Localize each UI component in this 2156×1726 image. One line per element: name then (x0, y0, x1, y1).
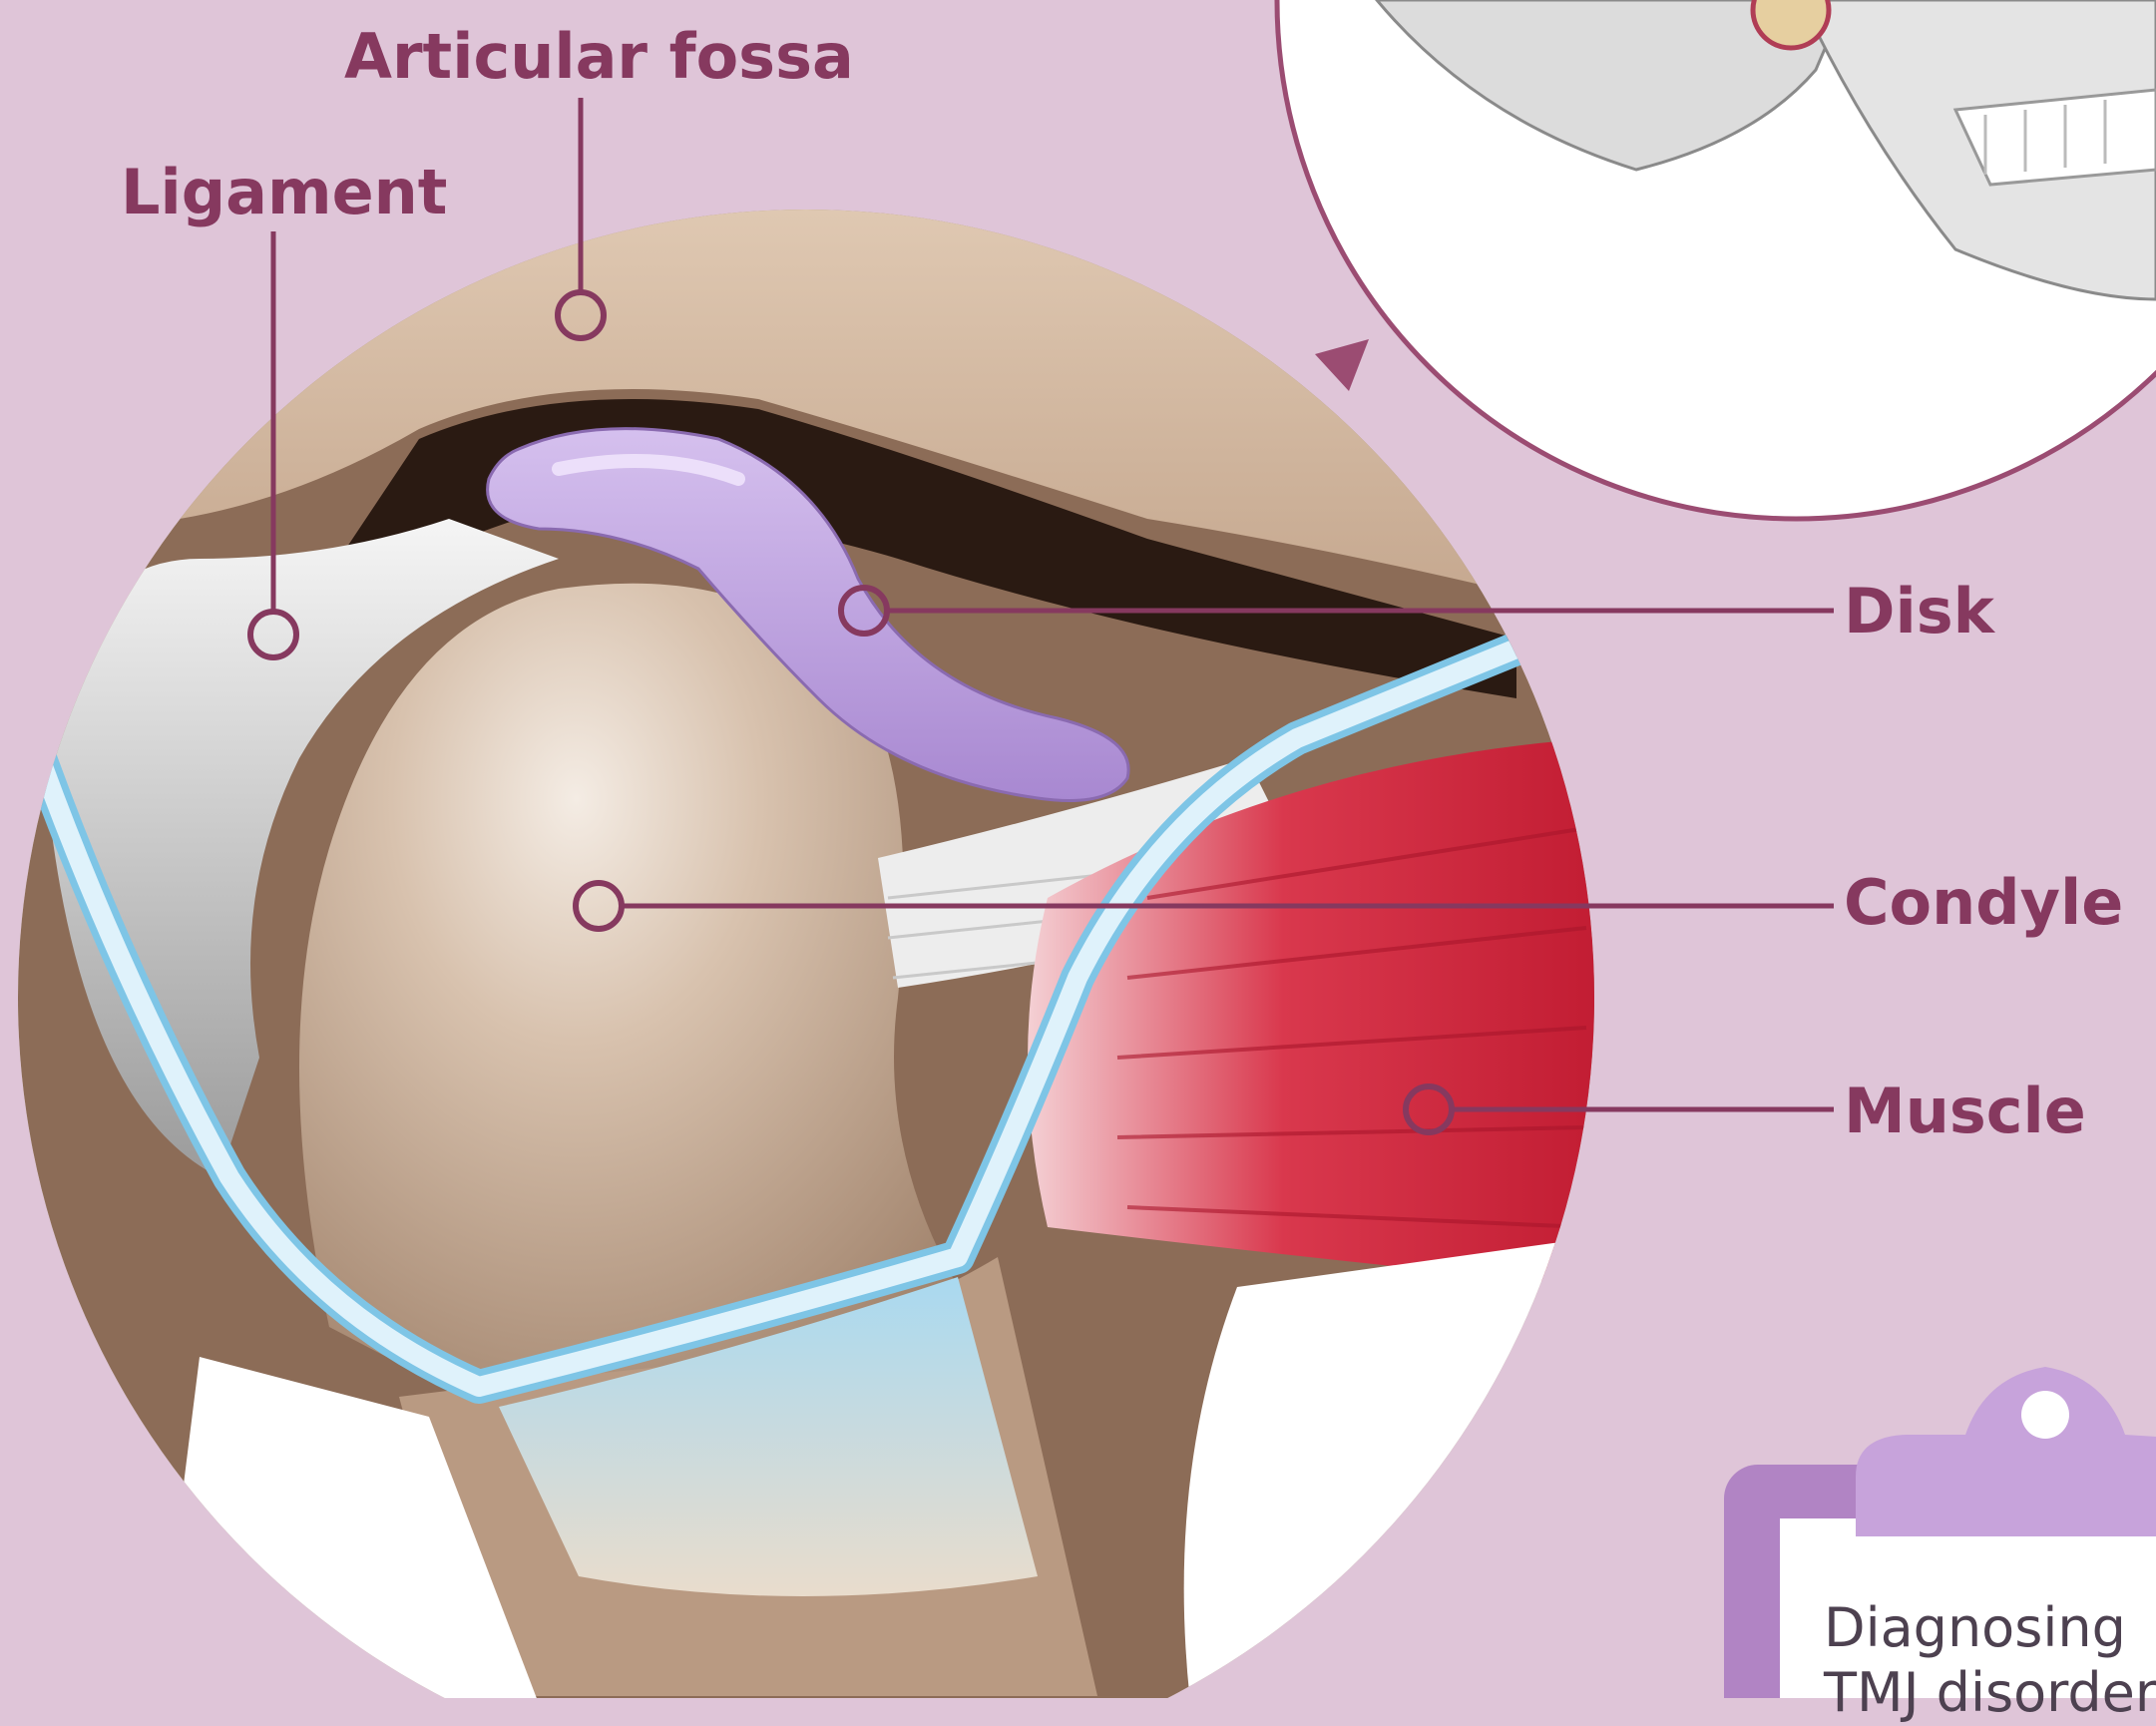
label-ligament: Ligament (121, 162, 447, 223)
label-condyle: Condyle (1844, 872, 2123, 934)
clipboard-title: Diagnosing (1824, 1596, 2126, 1661)
clipboard-subtitle: TMJ disorders (1824, 1661, 2156, 1726)
skull-inset (1277, 0, 2156, 519)
label-articular-fossa: Articular fossa (344, 26, 854, 88)
label-disk: Disk (1844, 581, 1994, 643)
label-muscle: Muscle (1844, 1080, 2086, 1142)
